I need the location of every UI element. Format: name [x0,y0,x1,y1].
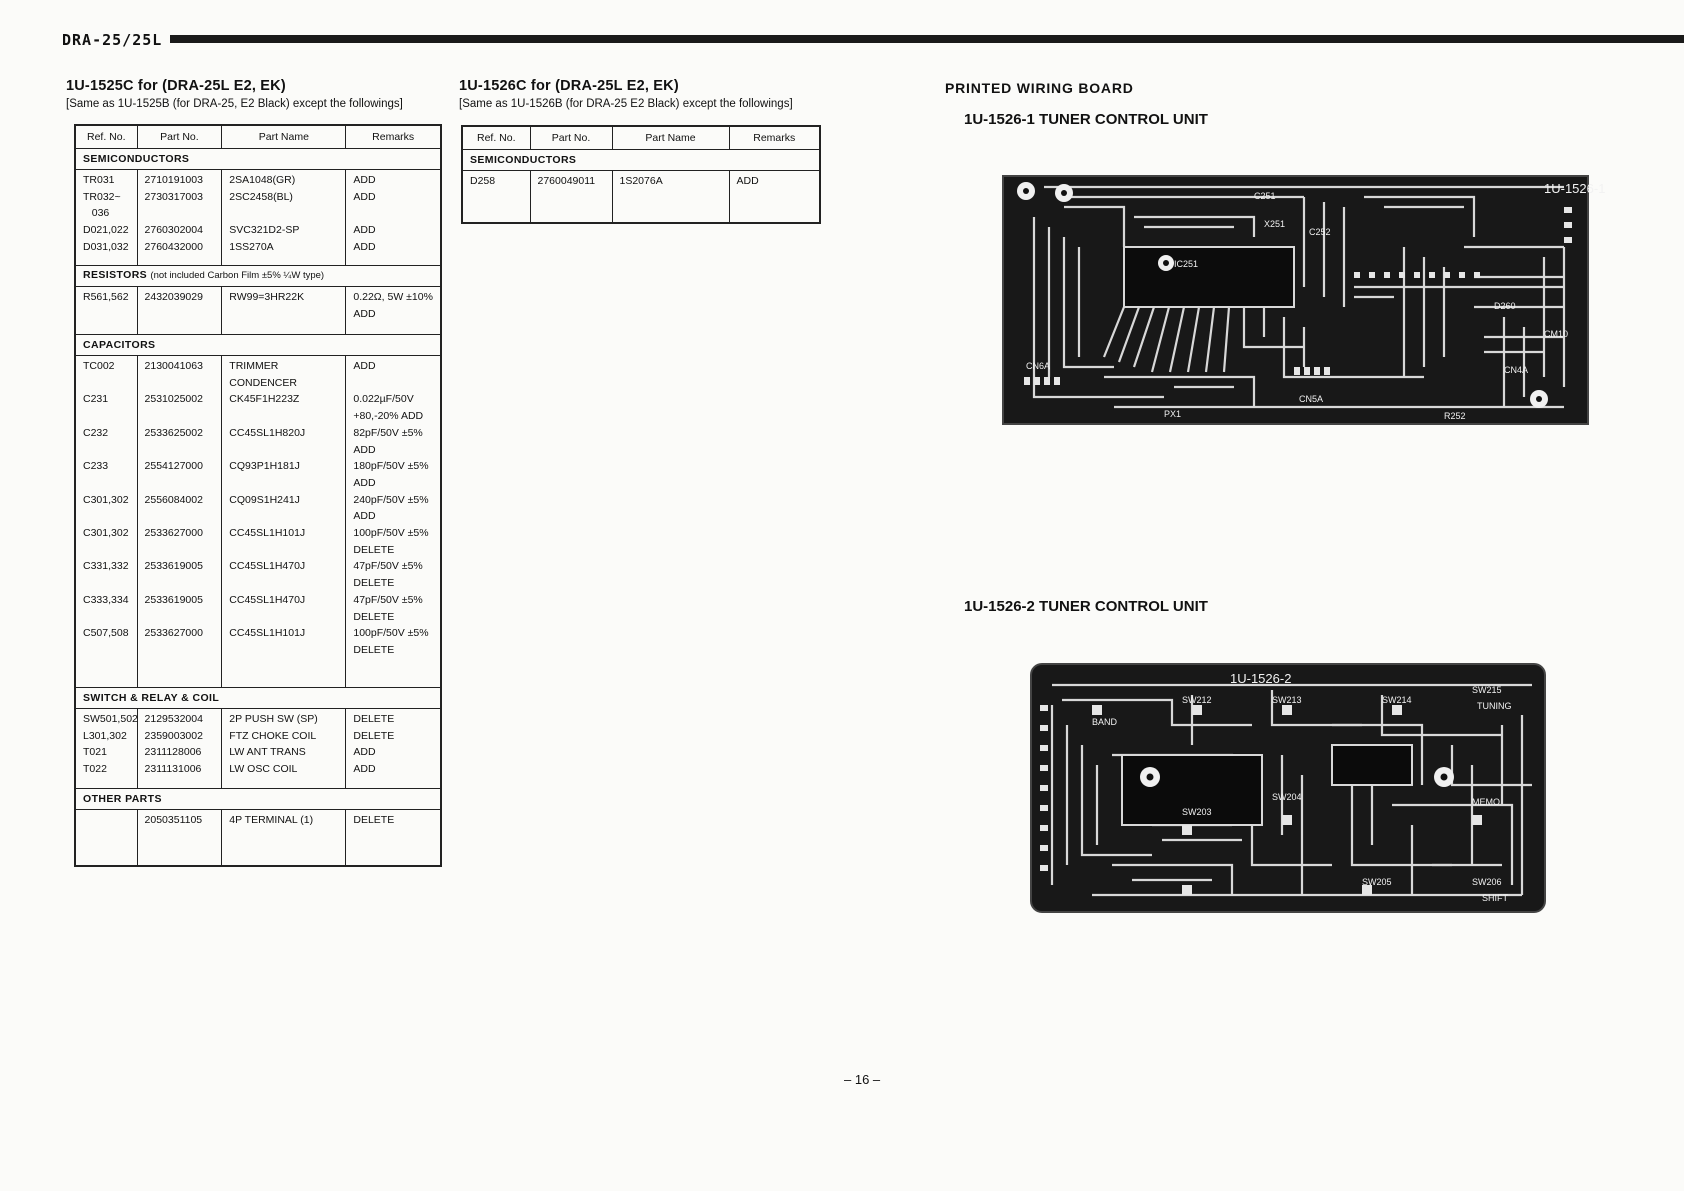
cell-name: RW99=3HR22K [221,286,347,335]
pcb-board-2-label: 1U-1526-2 [1230,671,1291,686]
cell-ref: TR031 TR032~ 036 D021,022 D031,032 [74,169,138,266]
category-row: CAPACITORS [74,334,442,356]
col-name: Part Name [611,126,730,150]
col-remarks: Remarks [728,126,821,150]
cell-ref: TC002 C231 C232 C233 C301,302 C301,302 C… [74,355,138,688]
middle-parts-table: Ref. No. Part No. Part Name Remarks SEMI… [461,125,821,224]
pcb-label-c251: C251 [1254,191,1276,201]
table-row: SW501,502 L301,302 T021 T022 2129532004 … [74,708,442,789]
pcb-label-cm10: CM10 [1544,329,1568,339]
pcb-label-sw215: SW215 [1472,685,1502,695]
pwb-title: PRINTED WIRING BOARD [945,80,1134,96]
cell-part: 2432039029 [136,286,223,335]
pcb-label-sw205: SW205 [1362,877,1392,887]
cell-name: 2SA1048(GR) 2SC2458(BL) SVC321D2-SP 1SS2… [221,169,347,266]
col-remarks: Remarks [345,125,442,149]
pcb-label-cn5a: CN5A [1299,394,1323,404]
table-row: D258 2760049011 1S2076A ADD [461,170,821,223]
pcb-label-d260: D260 [1494,301,1516,311]
pcb-label-sw212: SW212 [1182,695,1212,705]
pcb-label-sw203: SW203 [1182,807,1212,817]
pcb-label-sw206: SW206 [1472,877,1502,887]
pcb-label-sw214: SW214 [1382,695,1412,705]
col-part: Part No. [136,125,223,149]
pcb-label-band: BAND [1092,717,1118,727]
cell-remarks: DELETE [345,809,442,866]
cell-name: 2P PUSH SW (SP) FTZ CHOKE COIL LW ANT TR… [221,708,347,789]
cell-remarks: ADD ADD ADD ADD [345,169,442,266]
pcb-board-2-traces: 1U-1526-2 SW212 SW213 SW214 SW215 SW203 … [1040,671,1532,903]
header-rule [170,35,1684,43]
pcb-board-1-label: 1U-1526-1 [1544,181,1605,196]
pcb-label-memo: MEMO [1472,797,1500,807]
col-part: Part No. [529,126,613,150]
table-row: R561,562 2432039029 RW99=3HR22K 0.22Ω, 5… [74,286,442,335]
pcb-label-cn4a: CN4A [1504,365,1528,375]
pcb-label-shift: SHIFT [1482,893,1509,903]
category-row: SEMICONDUCTORS [461,149,821,171]
category-row: OTHER PARTS [74,788,442,810]
table-header-row: Ref. No. Part No. Part Name Remarks [74,125,442,149]
table-row: 2050351105 4P TERMINAL (1) DELETE [74,809,442,866]
pcb-label-ic251: IC251 [1174,259,1198,269]
category-semiconductors: SEMICONDUCTORS [461,149,821,171]
left-section-title: 1U-1525C for (DRA-25L E2, EK) [66,78,286,94]
category-resistors-note: (not included Carbon Film ±5% ¼W type) [150,270,325,282]
pcb-label-sw204: SW204 [1272,792,1302,802]
pcb-board-1-traces: 1U-1526-1 IC251 C251 C252 X251 CN6A CN5A… [1017,181,1605,421]
category-row: SEMICONDUCTORS [74,148,442,170]
pcb-label-x251: X251 [1264,219,1285,229]
category-semiconductors: SEMICONDUCTORS [74,148,442,170]
cell-remarks: ADD 0.022µF/50V +80,-20% ADD 82pF/50V ±5… [345,355,442,688]
cell-part: 2130041063 2531025002 2533625002 2554127… [136,355,223,688]
pcb-label-sw213: SW213 [1272,695,1302,705]
cell-part: 2710191003 2730317003 2760302004 2760432… [136,169,223,266]
pcb-label-r252: R252 [1444,411,1466,421]
category-capacitors: CAPACITORS [74,334,442,356]
category-row: RESISTORS (not included Carbon Film ±5% … [74,265,442,287]
unit1-title: 1U-1526-1 TUNER CONTROL UNIT [964,111,1208,128]
pcb-board-1: 1U-1526-1 IC251 C251 C252 X251 CN6A CN5A… [1002,175,1605,425]
cell-name: TRIMMER CONDENCER CK45F1H223Z CC45SL1H82… [221,355,347,688]
cell-ref: SW501,502 L301,302 T021 T022 [74,708,138,789]
pcb-label-c252: C252 [1309,227,1331,237]
cell-part: 2760049011 [529,170,613,223]
col-name: Part Name [221,125,347,149]
cell-ref: R561,562 [74,286,138,335]
cell-remarks: DELETE DELETE ADD ADD [345,708,442,789]
page-number: – 16 – [844,1072,881,1087]
left-parts-table: Ref. No. Part No. Part Name Remarks SEMI… [74,124,442,867]
pcb-label-px1: PX1 [1164,409,1181,419]
table-row: TC002 C231 C232 C233 C301,302 C301,302 C… [74,355,442,688]
cell-ref [74,809,138,866]
pcb-label-tuning: TUNING [1477,701,1512,711]
category-other-parts: OTHER PARTS [74,788,442,810]
pcb-label-cn6a: CN6A [1026,361,1050,371]
col-ref: Ref. No. [461,126,531,150]
cell-name: 1S2076A [611,170,730,223]
middle-section-note: [Same as 1U-1526B (for DRA-25 E2 Black) … [459,98,793,110]
unit2-title: 1U-1526-2 TUNER CONTROL UNIT [964,598,1208,615]
left-section-note: [Same as 1U-1525B (for DRA-25, E2 Black)… [66,98,403,110]
category-switch-relay-coil: SWITCH & RELAY & COIL [74,687,442,709]
col-ref: Ref. No. [74,125,138,149]
cell-part: 2050351105 [136,809,223,866]
table-header-row: Ref. No. Part No. Part Name Remarks [461,126,821,150]
cell-remarks: 0.22Ω, 5W ±10% ADD [345,286,442,335]
cell-remarks: ADD [728,170,821,223]
cell-ref: D258 [461,170,531,223]
pcb-board-2: 1U-1526-2 SW212 SW213 SW214 SW215 SW203 … [1030,663,1546,913]
table-row: TR031 TR032~ 036 D021,022 D031,032 27101… [74,169,442,266]
cell-name: 4P TERMINAL (1) [221,809,347,866]
category-resistors: RESISTORS [83,269,148,282]
cell-part: 2129532004 2359003002 2311128006 2311131… [136,708,223,789]
header-model-label: DRA-25/25L [62,31,163,49]
middle-section-title: 1U-1526C for (DRA-25L E2, EK) [459,78,679,94]
category-row: SWITCH & RELAY & COIL [74,687,442,709]
